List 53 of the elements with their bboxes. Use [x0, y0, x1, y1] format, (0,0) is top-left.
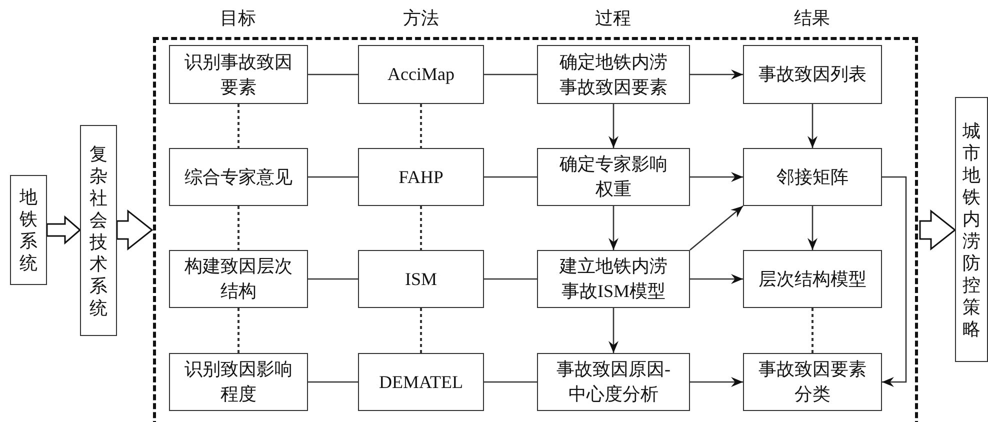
connector-line	[308, 74, 358, 76]
process-box: FAHP	[358, 148, 484, 206]
block-arrow	[46, 215, 82, 245]
process-box: 层次结构模型	[743, 250, 882, 308]
arrow	[690, 70, 743, 80]
dotted-line	[420, 308, 422, 353]
process-box: 复杂社会技术系统	[80, 125, 117, 336]
connector-line	[484, 278, 537, 280]
process-box: 确定专家影响权重	[537, 148, 690, 206]
process-box: 事故致因要素分类	[743, 353, 882, 411]
process-box: 综合专家意见	[169, 148, 308, 206]
process-box: 地铁系统	[10, 175, 47, 285]
arrow	[608, 308, 618, 353]
arrow	[608, 104, 618, 148]
arrow	[690, 172, 743, 182]
dotted-line	[420, 206, 422, 250]
connector-line	[308, 278, 358, 280]
arrow	[882, 176, 907, 387]
connector-line	[484, 176, 537, 178]
column-heading: 结果	[794, 7, 830, 30]
process-box: 邻接矩阵	[743, 148, 882, 206]
process-box: 确定地铁内涝事故致因要素	[537, 45, 690, 104]
process-box: DEMATEL	[358, 353, 484, 411]
process-box: AcciMap	[358, 45, 484, 104]
arrow	[690, 377, 743, 387]
dotted-line	[238, 308, 240, 353]
process-box: 事故致因列表	[743, 45, 882, 104]
column-heading: 目标	[220, 7, 256, 30]
connector-line	[308, 381, 358, 383]
process-box: 建立地铁内涝事故ISM模型	[537, 250, 690, 308]
dashed-frame	[153, 37, 918, 422]
process-box: 识别致因影响程度	[169, 353, 308, 411]
process-box: 城市地铁内涝防控策略	[955, 97, 988, 362]
arrow	[808, 104, 818, 148]
dotted-line	[238, 206, 240, 250]
column-heading: 过程	[595, 7, 631, 30]
process-box: ISM	[358, 250, 484, 308]
process-box: 识别事故致因要素	[169, 45, 308, 104]
arrow	[690, 206, 744, 250]
column-heading: 方法	[403, 7, 439, 30]
process-box: 构建致因层次结构	[169, 250, 308, 308]
dotted-line	[812, 308, 814, 353]
block-arrow	[116, 209, 154, 251]
dotted-line	[238, 104, 240, 148]
block-arrow	[919, 209, 956, 251]
arrow	[808, 206, 818, 250]
arrow	[608, 206, 618, 250]
arrow	[690, 274, 743, 284]
connector-line	[484, 74, 537, 76]
process-box: 事故致因原因-中心度分析	[537, 353, 690, 411]
connector-line	[484, 381, 537, 383]
dotted-line	[420, 104, 422, 148]
connector-line	[308, 176, 358, 178]
